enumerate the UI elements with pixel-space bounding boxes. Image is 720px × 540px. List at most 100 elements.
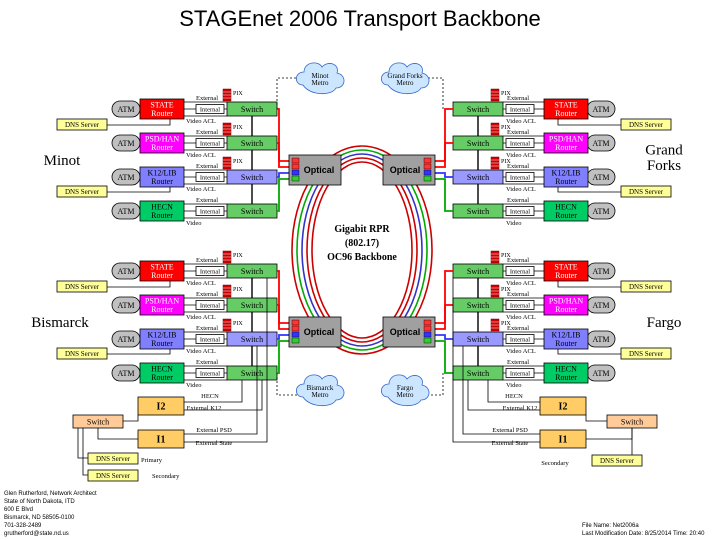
switch-1[interactable]: Switch [452, 135, 504, 151]
atm-switch[interactable]: ATM [586, 296, 616, 314]
i1-node[interactable]: I1 [137, 429, 185, 449]
atm-switch[interactable]: ATM [586, 100, 616, 118]
optical-node[interactable]: Optical [382, 154, 436, 186]
switch-3[interactable]: Switch [226, 203, 278, 219]
optical-node[interactable]: Optical [288, 316, 342, 348]
switch-1[interactable]: Switch [226, 297, 278, 313]
internal-tag[interactable]: Internal [505, 104, 535, 114]
internal-tag[interactable]: Internal [505, 206, 535, 216]
switch-2[interactable]: Switch [452, 169, 504, 185]
i1-node-label: I1 [559, 435, 568, 446]
atm-switch[interactable]: ATM [111, 134, 141, 152]
optical-node[interactable]: Optical [382, 316, 436, 348]
dns-server[interactable]: DNS Server [56, 280, 108, 293]
internal-tag[interactable]: Internal [195, 266, 225, 276]
internal-tag[interactable]: Internal [195, 368, 225, 378]
switch-1[interactable]: Switch [452, 297, 504, 313]
atm-switch[interactable]: ATM [111, 364, 141, 382]
router-1-label: PSD/HAN [549, 135, 583, 144]
switch-2[interactable]: Switch [452, 331, 504, 347]
internal-tag[interactable]: Internal [505, 368, 535, 378]
external-label: External [507, 359, 529, 366]
video-label: Video [186, 382, 202, 389]
dns-server[interactable]: DNS Server [87, 469, 139, 482]
dns-server[interactable]: DNS Server [56, 185, 108, 198]
switch-0[interactable]: Switch [452, 263, 504, 279]
dns-server[interactable]: DNS Server [56, 347, 108, 360]
internal-tag[interactable]: Internal [505, 266, 535, 276]
atm-switch[interactable]: ATM [111, 262, 141, 280]
i1-node[interactable]: I1 [539, 429, 587, 449]
dns-server[interactable]: DNS Server [620, 280, 672, 293]
atm-switch[interactable]: ATM [111, 202, 141, 220]
switch-0[interactable]: Switch [226, 101, 278, 117]
dns-server[interactable]: DNS Server [620, 347, 672, 360]
dns-server[interactable]: DNS Server [87, 452, 139, 465]
i2-node[interactable]: I2 [137, 396, 185, 416]
atm-switch[interactable]: ATM [586, 168, 616, 186]
atm-switch[interactable]: ATM [111, 100, 141, 118]
internal-tag[interactable]: Internal [195, 138, 225, 148]
internal-tag[interactable]: Internal [195, 300, 225, 310]
internal-tag[interactable]: Internal [195, 104, 225, 114]
switch-0[interactable]: Switch [452, 101, 504, 117]
dns-server[interactable]: DNS Server [56, 118, 108, 131]
switch-3[interactable]: Switch [452, 203, 504, 219]
dns-server[interactable]: DNS Server [620, 185, 672, 198]
router-1-shape [139, 294, 185, 316]
switch-3[interactable]: Switch [452, 365, 504, 381]
internal-tag[interactable]: Internal [505, 300, 535, 310]
atm-switch[interactable]: ATM [586, 202, 616, 220]
atm-switch[interactable]: ATM [586, 134, 616, 152]
atm-switch[interactable]: ATM [586, 364, 616, 382]
switch-3[interactable]: Switch [226, 365, 278, 381]
internal-tag[interactable]: Internal [195, 206, 225, 216]
internal-tag[interactable]: Internal [195, 334, 225, 344]
optical-node[interactable]: Optical [288, 154, 342, 186]
switch-1-label: Switch [241, 301, 263, 310]
video-label: Video ACL [186, 314, 216, 321]
internal-tag[interactable]: Internal [505, 172, 535, 182]
pix-label: PIX [233, 253, 243, 259]
internal-tag[interactable]: Internal [505, 334, 535, 344]
atm-switch[interactable]: ATM [111, 296, 141, 314]
dns-link [107, 119, 171, 126]
external-state-label: External State [492, 440, 529, 447]
side-switch[interactable]: Switch [72, 414, 124, 429]
switch-1[interactable]: Switch [226, 135, 278, 151]
atm-switch[interactable]: ATM [111, 168, 141, 186]
atm-switch[interactable]: ATM [586, 262, 616, 280]
switch-0[interactable]: Switch [226, 263, 278, 279]
atm-switch[interactable]: ATM [111, 330, 141, 348]
side-switch[interactable]: Switch [606, 414, 658, 429]
rpr-ring [291, 145, 433, 355]
router-0-label: Router [555, 271, 577, 280]
i2-node[interactable]: I2 [539, 396, 587, 416]
dns-server[interactable]: DNS Server [620, 118, 672, 131]
dns-server[interactable]: DNS Server [591, 454, 643, 467]
switch-2[interactable]: Switch [226, 169, 278, 185]
internal-tag[interactable]: Internal [505, 138, 535, 148]
internal-tag-shape [505, 206, 535, 216]
atm-switch[interactable]: ATM [586, 330, 616, 348]
switch-2[interactable]: Switch [226, 331, 278, 347]
router-2-shape [139, 166, 185, 188]
internal-tag[interactable]: Internal [195, 172, 225, 182]
fiber-link [277, 172, 289, 178]
